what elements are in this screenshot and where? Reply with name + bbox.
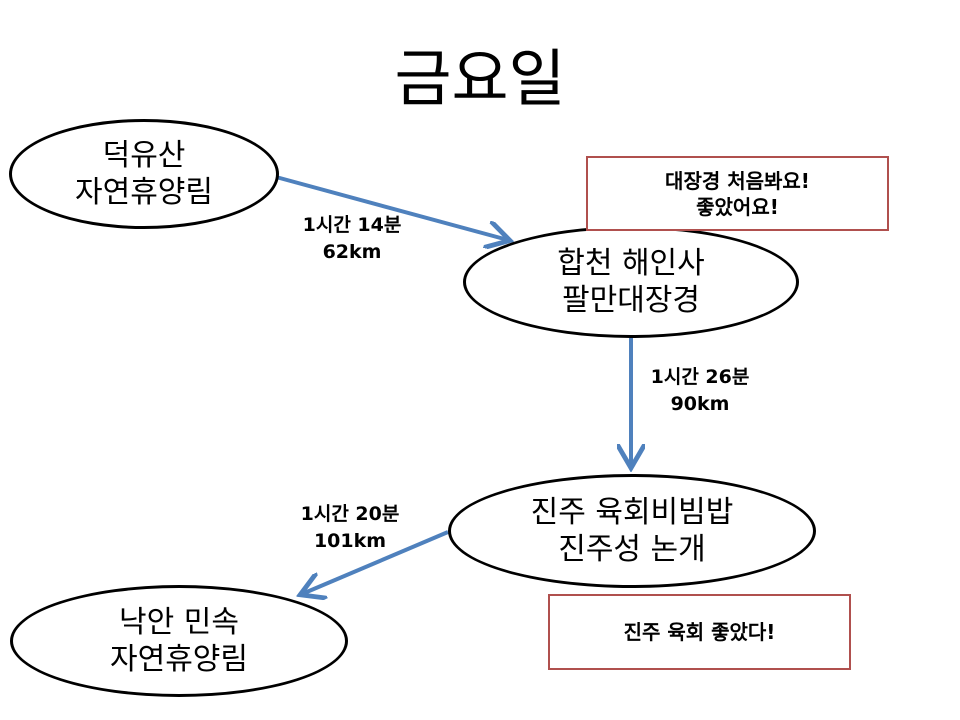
node-jinju: 진주 육회비빔밥 진주성 논개	[448, 474, 816, 588]
edge-time: 1시간 20분	[300, 503, 400, 525]
note-haeinsa-line1: 대장경 처음봐요!	[665, 168, 810, 193]
node-deogyusan: 덕유산 자연휴양림	[9, 119, 279, 229]
node-haeinsa: 합천 해인사 팔만대장경	[463, 226, 799, 338]
note-jinju-line1: 진주 육회 좋았다!	[623, 620, 776, 644]
page-title: 금요일	[394, 42, 566, 115]
arrow-jinju-to-nagan	[302, 530, 449, 594]
edge-distance: 90km	[670, 392, 730, 415]
node-haeinsa-line2: 팔만대장경	[562, 283, 700, 318]
node-deogyusan-line2: 자연휴양림	[75, 175, 213, 210]
arrow-deogyusan-to-haeinsa	[275, 175, 508, 240]
node-deogyusan-line1: 덕유산	[102, 137, 186, 173]
node-haeinsa-line1: 합천 해인사	[557, 245, 705, 281]
edge-label-haeinsa-jinju: 1시간 26분 90km	[630, 364, 770, 417]
edge-time: 1시간 26분	[650, 366, 750, 388]
node-jinju-line2: 진주성 논개	[558, 532, 706, 567]
edge-time: 1시간 14분	[302, 214, 402, 236]
node-nagan: 낙안 민속 자연휴양림	[10, 585, 348, 697]
node-nagan-line1: 낙안 민속	[119, 604, 239, 640]
note-haeinsa: 대장경 처음봐요! 좋았어요!	[586, 156, 889, 231]
node-jinju-line1: 진주 육회비빔밥	[530, 494, 734, 530]
note-haeinsa-line2: 좋았어요!	[696, 194, 779, 219]
edge-label-jinju-nagan: 1시간 20분 101km	[280, 501, 420, 554]
note-jinju: 진주 육회 좋았다!	[548, 594, 851, 670]
node-nagan-line2: 자연휴양림	[110, 642, 248, 677]
edge-label-deogyusan-haeinsa: 1시간 14분 62km	[282, 212, 422, 265]
edge-distance: 62km	[322, 240, 382, 263]
edge-distance: 101km	[313, 529, 387, 552]
